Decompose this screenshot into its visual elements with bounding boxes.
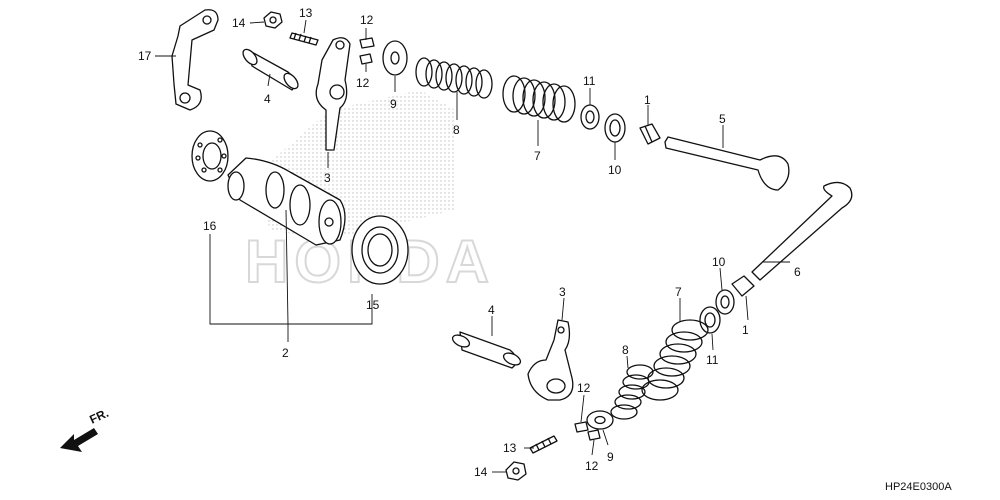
part-11-spring-seat-bottom	[699, 306, 721, 334]
callout-9-top: 9	[390, 97, 397, 111]
callout-2: 2	[282, 346, 289, 360]
part-13-screw-bottom	[529, 435, 558, 454]
callout-8-bottom: 8	[622, 343, 629, 357]
callout-7-bottom: 7	[675, 285, 682, 299]
callout-12-bottom-b: 12	[585, 459, 599, 473]
callout-10-top: 10	[608, 163, 622, 177]
callout-4-top: 4	[264, 92, 271, 106]
callout-8-top: 8	[453, 123, 460, 137]
callout-1-bottom: 1	[742, 323, 749, 337]
callout-16: 16	[203, 219, 217, 233]
part-12-pins-bottom	[574, 421, 601, 441]
callout-12-top-a: 12	[360, 13, 374, 27]
part-1-cotter-bottom	[731, 275, 755, 297]
part-7-outer-spring-top	[502, 75, 576, 123]
callout-labels: 17 14 13 12 12 9 4 3 8 7 11 10 1 5 16 2 …	[138, 6, 801, 479]
callout-13-top: 13	[299, 6, 313, 20]
callout-15: 15	[366, 298, 380, 312]
callout-11-top: 11	[583, 74, 596, 88]
part-14-nut-top	[263, 11, 283, 29]
part-15-bearing	[351, 215, 409, 285]
part-16-bearing	[191, 130, 229, 182]
part-12-pins-top	[359, 37, 375, 65]
part-4-shaft-top	[242, 48, 299, 91]
callout-4-bottom: 4	[488, 303, 495, 317]
callout-6: 6	[794, 265, 801, 279]
part-10-seal-bottom	[715, 289, 735, 315]
direction-label: FR.	[87, 406, 110, 427]
callout-12-bottom-a: 12	[577, 381, 591, 395]
callout-10-bottom: 10	[712, 255, 726, 269]
part-8-inner-spring-top	[415, 57, 493, 99]
callout-3-bottom: 3	[559, 285, 566, 299]
part-8-inner-spring-bottom	[610, 364, 654, 420]
callout-14-bottom: 14	[474, 465, 488, 479]
part-3-rocker-arm-top	[315, 37, 351, 151]
callout-14-top: 14	[232, 16, 246, 30]
callout-7-top: 7	[534, 149, 541, 163]
part-14-nut-bottom	[505, 461, 527, 481]
leader-lines	[155, 19, 790, 473]
callout-13-bottom: 13	[503, 441, 517, 455]
callout-1-top: 1	[644, 93, 651, 107]
part-10-seal-top	[604, 113, 626, 143]
front-direction-arrow: FR.	[60, 406, 111, 452]
part-3-rocker-arm-bottom	[527, 319, 574, 401]
part-7-outer-spring-bottom	[641, 319, 709, 401]
part-4-shaft-bottom	[451, 331, 522, 369]
part-11-spring-seat-top	[580, 104, 600, 130]
diagram-part-code: HP24E0300A	[885, 481, 952, 493]
callout-17: 17	[138, 49, 152, 63]
part-6-valve-bottom	[751, 181, 853, 281]
part-13-screw-top	[289, 32, 319, 46]
part-2-camshaft	[227, 157, 346, 246]
part-5-valve-top	[664, 136, 790, 191]
part-9-washer-bottom	[586, 410, 614, 430]
callout-5: 5	[719, 112, 726, 126]
callout-3-top: 3	[324, 171, 331, 185]
callout-11-bottom: 11	[706, 353, 719, 367]
callout-12-top-b: 12	[356, 76, 370, 90]
part-17-bracket	[171, 9, 219, 111]
callout-9-bottom: 9	[607, 450, 614, 464]
part-9-washer-top	[382, 40, 408, 76]
part-1-cotter-top	[639, 123, 661, 145]
